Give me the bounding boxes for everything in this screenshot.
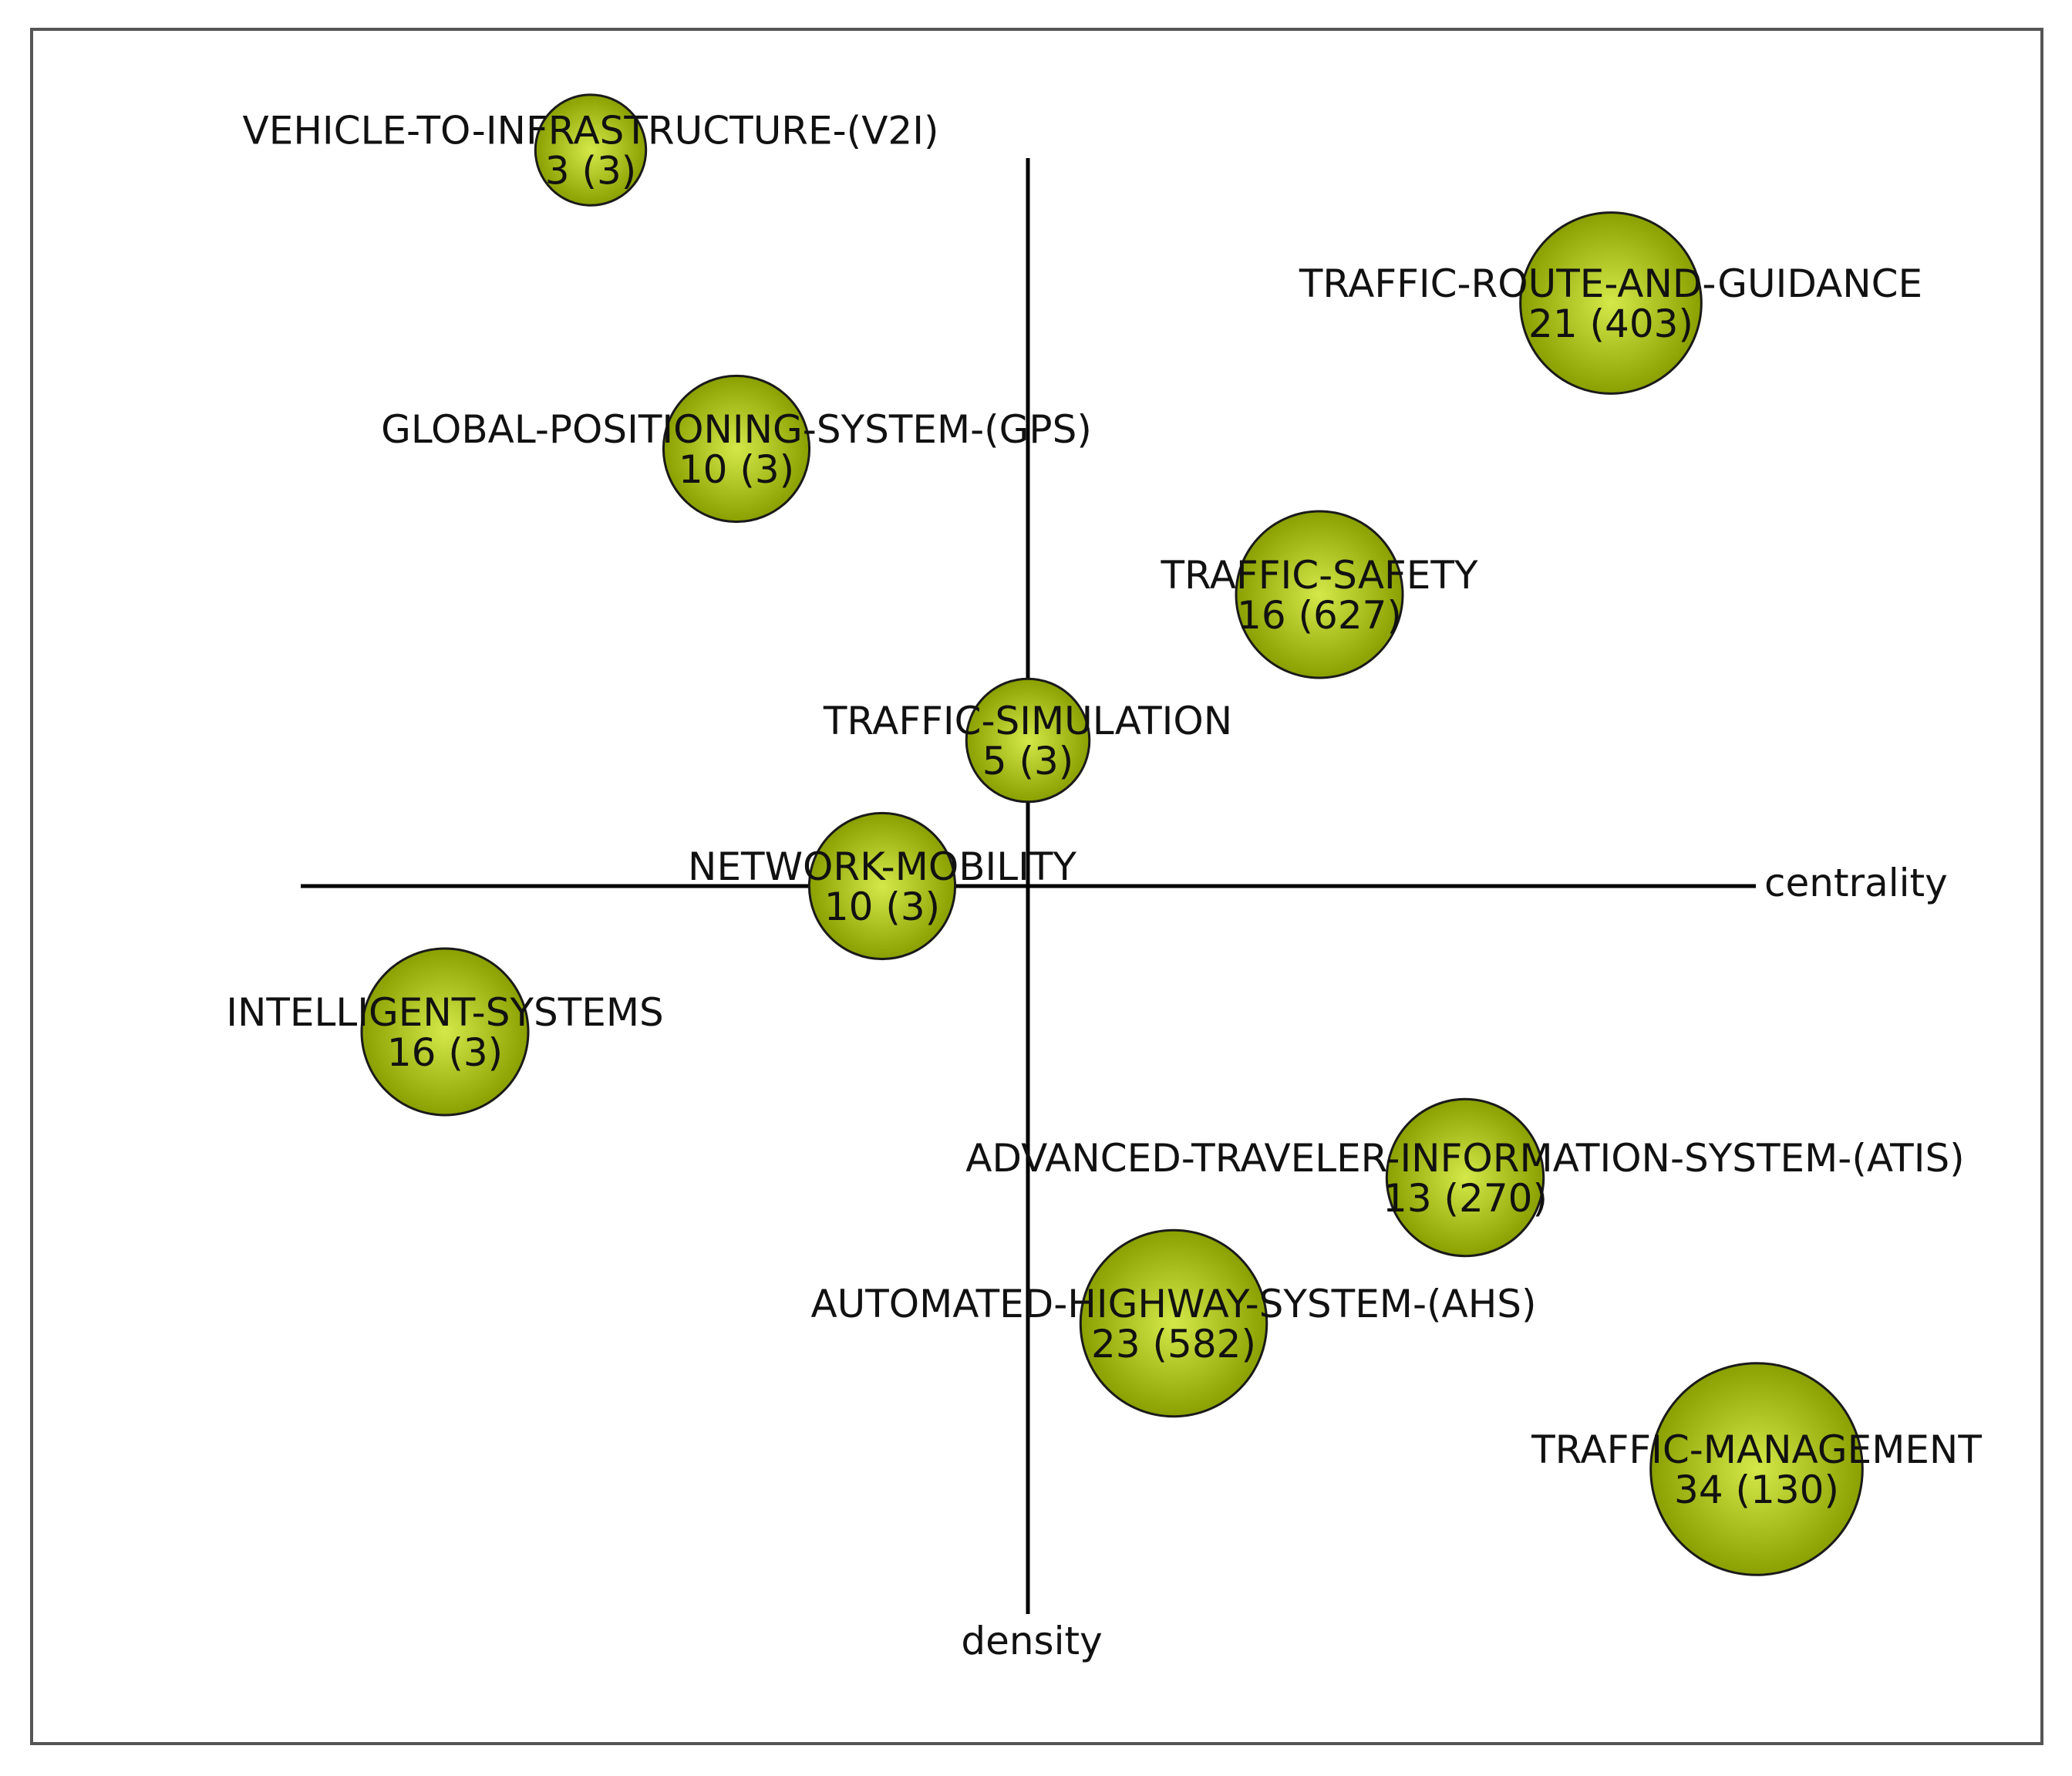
bubble-stats-label: 34 (130) [1674, 1468, 1839, 1512]
bubble-7: ADVANCED-TRAVELER-INFORMATION-SYSTEM-(AT… [965, 1097, 1965, 1258]
bubble-circle [1385, 1097, 1545, 1258]
bubble-name-label: GLOBAL-POSITIONING-SYSTEM-(GPS) [381, 407, 1092, 452]
bubble-circle [1079, 1228, 1268, 1418]
bubble-stats-label: 13 (270) [1383, 1176, 1548, 1221]
bubble-stats-label: 16 (627) [1237, 593, 1402, 638]
bubble-0: VEHICLE-TO-INFRASTRUCTURE-(V2I)3 (3) [243, 93, 939, 207]
bubble-layer: VEHICLE-TO-INFRASTRUCTURE-(V2I)3 (3) TRAF… [226, 93, 1982, 1576]
bubble-circle [1649, 1362, 1864, 1576]
bubble-name-label: VEHICLE-TO-INFRASTRUCTURE-(V2I) [243, 109, 939, 153]
bubble-name-label: TRAFFIC-SAFETY [1161, 553, 1478, 598]
bubble-stats-label: 21 (403) [1528, 302, 1693, 346]
x-axis-label: centrality [1764, 861, 1948, 905]
bubble-circle [1519, 211, 1703, 395]
bubble-stats-label: 3 (3) [545, 149, 637, 194]
bubble-name-label: ADVANCED-TRAVELER-INFORMATION-SYSTEM-(AT… [965, 1136, 1964, 1181]
bubble-stats-label: 16 (3) [387, 1030, 503, 1075]
bubble-stats-label: 23 (582) [1091, 1322, 1256, 1367]
bubble-circle [360, 947, 530, 1117]
bubble-name-label: TRAFFIC-ROUTE-AND-GUIDANCE [1299, 261, 1922, 306]
bubble-8: AUTOMATED-HIGHWAY-SYSTEM-(AHS)23 (582) [810, 1228, 1537, 1418]
bubble-circle [965, 677, 1091, 804]
bubble-name-label: INTELLIGENT-SYSTEMS [226, 990, 664, 1035]
bubble-name-label: TRAFFIC-MANAGEMENT [1531, 1427, 1982, 1472]
bubble-name-label: NETWORK-MOBILITY [688, 844, 1076, 889]
bubble-circle [662, 374, 811, 524]
bubble-circle [534, 93, 648, 207]
y-axis-label: density [961, 1619, 1102, 1663]
bubble-circle [1235, 510, 1404, 679]
bubble-2: GLOBAL-POSITIONING-SYSTEM-(GPS)10 (3) [381, 374, 1092, 524]
bubble-stats-label: 10 (3) [824, 885, 940, 929]
bubble-circle [807, 811, 957, 961]
bubble-name-label: TRAFFIC-SIMULATION [823, 699, 1232, 743]
bubble-stats-label: 5 (3) [982, 739, 1074, 784]
bubble-stats-label: 10 (3) [679, 447, 794, 492]
bubble-name-label: AUTOMATED-HIGHWAY-SYSTEM-(AHS) [810, 1282, 1536, 1326]
